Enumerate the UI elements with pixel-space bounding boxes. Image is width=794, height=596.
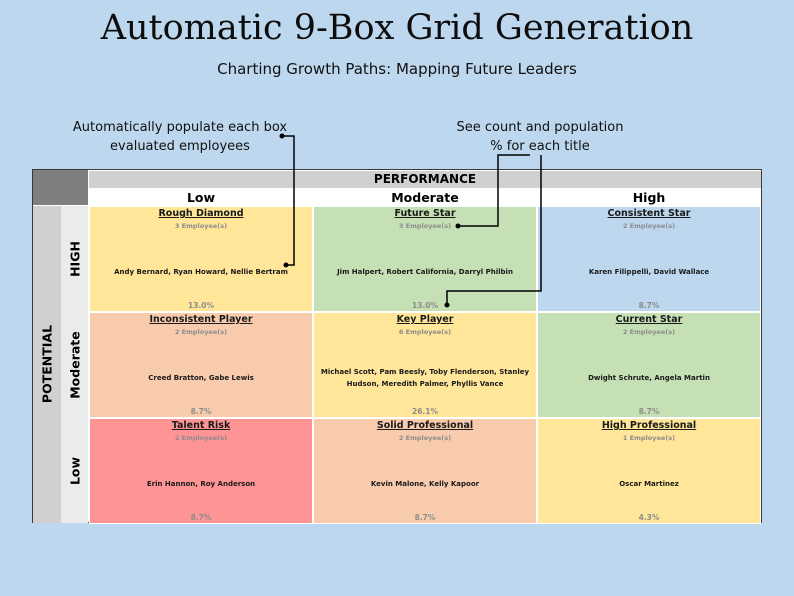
row-header-band	[61, 206, 88, 523]
cell-population-percent: 13.0%	[411, 301, 439, 310]
cell-title: Solid Professional	[376, 420, 474, 431]
column-header-moderate: Moderate	[391, 190, 459, 205]
nine-box-grid: PERFORMANCE Low Moderate High POTENTIAL …	[32, 169, 762, 524]
cell-employee-count: 2 Employee(s)	[622, 222, 676, 230]
cell-employee-count: 2 Employee(s)	[622, 328, 676, 336]
callout-populate-line2: evaluated employees	[110, 139, 250, 154]
cell-employee-count: 3 Employee(s)	[398, 222, 452, 230]
cell-title: Key Player	[396, 314, 454, 325]
cell-population-percent: 8.7%	[190, 513, 212, 522]
grid-cell-inconsistent-player: Inconsistent Player 2 Employee(s) Creed Br…	[89, 312, 313, 418]
grid-cell-key-player: Key Player 6 Employee(s) Michael Scott, Pa…	[313, 312, 537, 418]
cell-employee-names: Kevin Malone, Kelly Kapoor	[370, 480, 480, 488]
cell-population-percent: 8.7%	[190, 407, 212, 416]
cell-title: Rough Diamond	[158, 208, 244, 219]
callout-populate-dot	[279, 133, 285, 139]
grid-corner	[33, 170, 88, 205]
grid-cell-high-professional: High Professional 1 Employee(s) Oscar Mart…	[537, 418, 761, 524]
grid-cell-rough-diamond: Rough Diamond 3 Employee(s) Andy Bernard, …	[89, 206, 313, 312]
cell-title: Consistent Star	[607, 208, 691, 219]
callout-count-line1: See count and population	[456, 120, 624, 135]
cell-title: High Professional	[601, 420, 697, 431]
cell-employee-count: 3 Employee(s)	[174, 222, 228, 230]
cell-population-percent: 4.3%	[638, 513, 660, 522]
callout-populate-target-dot	[283, 262, 289, 268]
cell-employee-count: 2 Employee(s)	[174, 434, 228, 442]
cell-title: Inconsistent Player	[149, 314, 253, 325]
cell-employee-count: 1 Employee(s)	[622, 434, 676, 442]
column-header-high: High	[632, 190, 666, 205]
cell-population-percent: 13.0%	[187, 301, 215, 310]
cell-employee-count: 2 Employee(s)	[174, 328, 228, 336]
callout-count-target-dot-b	[444, 302, 450, 308]
cell-employee-names: Karen Filippelli, David Wallace	[588, 268, 710, 276]
cell-employee-names: Oscar Martinez	[619, 480, 679, 488]
callout-count-connector-a	[458, 154, 530, 227]
cell-population-percent: 26.1%	[411, 407, 439, 416]
cell-employee-names: Michael Scott, Pam Beesly, Toby Flenders…	[320, 368, 530, 388]
cell-employee-names: Dwight Schrute, Angela Martin	[588, 374, 710, 382]
cell-employee-names: Andy Bernard, Ryan Howard, Nellie Bertra…	[114, 268, 288, 276]
cell-population-percent: 8.7%	[638, 301, 660, 310]
column-header-low: Low	[186, 190, 216, 205]
callout-populate-line1: Automatically populate each box	[72, 120, 288, 135]
potential-axis-band	[33, 206, 61, 523]
grid-cell-future-star: Future Star 3 Employee(s) Jim Halpert, Rob…	[313, 206, 537, 312]
cell-title: Talent Risk	[171, 420, 231, 431]
cell-population-percent: 8.7%	[638, 407, 660, 416]
page-title: Automatic 9-Box Grid Generation	[100, 8, 694, 48]
grid-cell-consistent-star: Consistent Star 2 Employee(s) Karen Filipp…	[537, 206, 761, 312]
page-subtitle: Charting Growth Paths: Mapping Future Le…	[217, 60, 577, 78]
callout-count-connector-b	[446, 155, 542, 305]
cell-title: Current Star	[615, 314, 683, 325]
callout-count-line2: % for each title	[490, 139, 590, 154]
callout-count: See count and population % for each titl…	[440, 118, 640, 156]
grid-cell-current-star: Current Star 2 Employee(s) Dwight Schrute,…	[537, 312, 761, 418]
cell-employee-names: Jim Halpert, Robert California, Darryl P…	[337, 268, 513, 276]
cell-employee-count: 2 Employee(s)	[398, 434, 452, 442]
callout-count-target-dot-a	[455, 223, 461, 229]
cell-employee-count: 6 Employee(s)	[398, 328, 452, 336]
cell-title: Future Star	[394, 208, 456, 219]
callout-populate-connector	[280, 135, 295, 266]
cell-population-percent: 8.7%	[414, 513, 436, 522]
grid-cell-solid-professional: Solid Professional 2 Employee(s) Kevin Mal…	[313, 418, 537, 524]
performance-axis-label: PERFORMANCE	[89, 171, 761, 188]
cell-employee-names: Erin Hannon, Roy Anderson	[146, 480, 256, 488]
cell-employee-names: Creed Bratton, Gabe Lewis	[148, 374, 254, 382]
callout-populate: Automatically populate each box evaluate…	[60, 118, 300, 156]
grid-cell-talent-risk: Talent Risk 2 Employee(s) Erin Hannon, Roy…	[89, 418, 313, 524]
